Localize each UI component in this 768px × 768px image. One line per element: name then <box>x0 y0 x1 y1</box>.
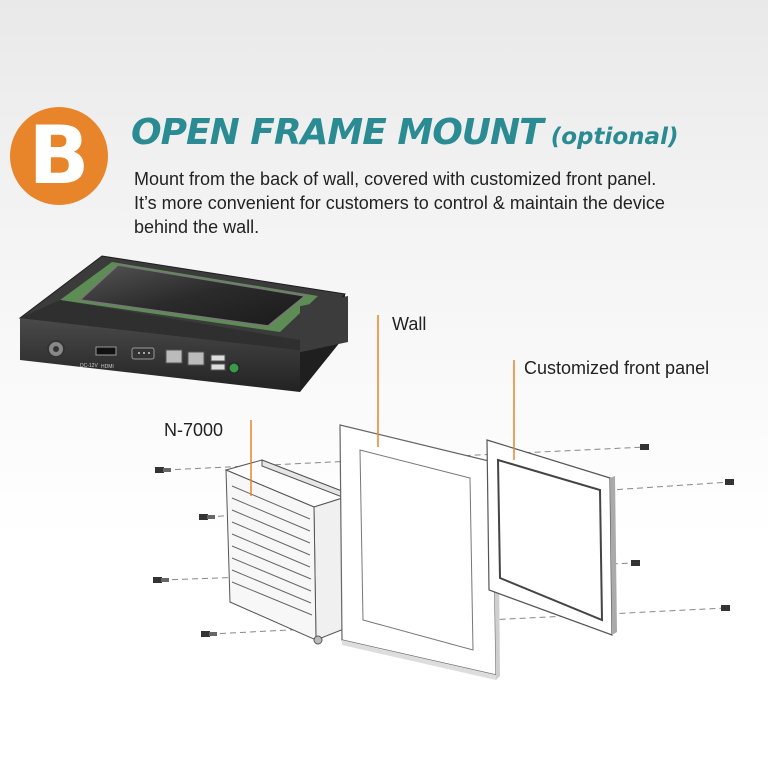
usb-port-icon-2 <box>210 363 226 371</box>
screw-icon <box>631 560 640 566</box>
screw-icon <box>153 577 169 583</box>
power-button-icon <box>228 362 240 374</box>
device-box <box>224 459 355 645</box>
title-main: OPEN FRAME MOUNT <box>131 112 544 153</box>
device-photo: DC-12V HDMI <box>18 255 348 392</box>
callout-leaders <box>250 315 515 496</box>
section-badge: B <box>10 107 108 205</box>
screw-icon <box>201 631 217 637</box>
description-line-2: It’s more convenient for customers to co… <box>134 193 665 213</box>
hdmi-port-label: HDMI <box>101 364 114 370</box>
description-line-3: behind the wall. <box>134 217 260 237</box>
lan-port-icon <box>165 349 183 364</box>
screws <box>153 444 734 637</box>
screw-icon <box>725 479 734 485</box>
title-subtitle: (optional) <box>550 124 679 150</box>
usb-port-icon <box>210 354 226 362</box>
device-model-label: N-7000 <box>164 420 224 440</box>
description: Mount from the back of wall, covered wit… <box>134 167 754 239</box>
dc-port-label: DC-12V <box>80 363 98 369</box>
front-panel <box>486 439 617 636</box>
section-title: OPEN FRAME MOUNT(optional) <box>131 112 678 153</box>
screw-icon <box>199 514 215 520</box>
front-panel-label: Customized front panel <box>524 358 710 378</box>
badge-letter: B <box>28 109 90 202</box>
screw-icon <box>721 605 730 611</box>
screw-icon <box>155 467 171 473</box>
description-line-1: Mount from the back of wall, covered wit… <box>134 169 657 189</box>
hdmi-port-icon <box>95 346 117 356</box>
wall <box>339 424 500 680</box>
wall-label: Wall <box>392 314 427 334</box>
vga-port-icon <box>131 347 155 360</box>
lan-port-icon-2 <box>187 351 205 366</box>
screw-icon <box>640 444 649 450</box>
